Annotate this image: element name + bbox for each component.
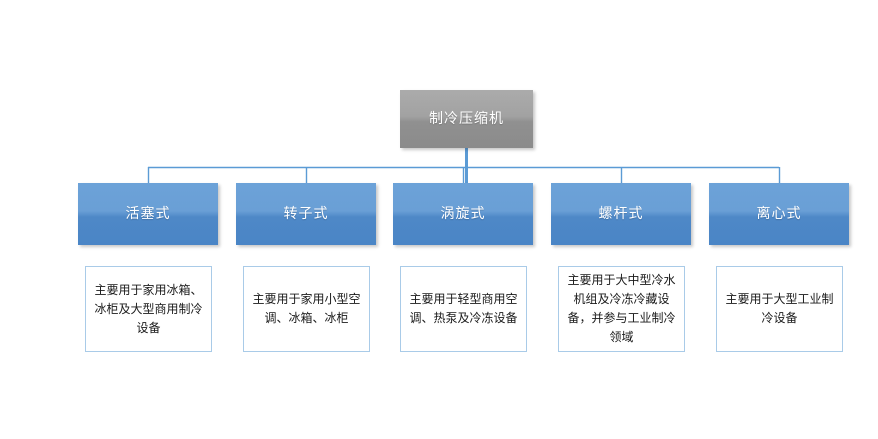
category-node-label: 活塞式 xyxy=(125,206,171,222)
category-node-piston[interactable]: 活塞式 xyxy=(78,183,218,245)
description-box-centrifugal: 主要用于大型工业制冷设备 xyxy=(716,266,843,352)
description-box-screw: 主要用于大中型冷水机组及冷冻冷藏设备，并参与工业制冷领域 xyxy=(558,266,685,352)
description-text: 主要用于家用小型空调、冰箱、冰柜 xyxy=(252,292,361,325)
category-node-label: 涡旋式 xyxy=(440,206,486,222)
root-node-refrigeration-compressor[interactable]: 制冷压缩机 xyxy=(400,90,533,148)
description-box-scroll: 主要用于轻型商用空调、热泵及冷冻设备 xyxy=(400,266,527,352)
description-box-rotary: 主要用于家用小型空调、冰箱、冰柜 xyxy=(243,266,370,352)
description-box-piston: 主要用于家用冰箱、冰柜及大型商用制冷设备 xyxy=(85,266,212,352)
description-text: 主要用于大型工业制冷设备 xyxy=(725,292,834,325)
category-node-centrifugal[interactable]: 离心式 xyxy=(709,183,849,245)
description-text: 主要用于轻型商用空调、热泵及冷冻设备 xyxy=(409,292,518,325)
category-node-scroll[interactable]: 涡旋式 xyxy=(393,183,533,245)
category-node-rotary[interactable]: 转子式 xyxy=(236,183,376,245)
category-node-screw[interactable]: 螺杆式 xyxy=(551,183,691,245)
root-node-label: 制冷压缩机 xyxy=(429,111,504,127)
category-node-label: 离心式 xyxy=(756,206,802,222)
category-node-label: 螺杆式 xyxy=(598,206,644,222)
description-text: 主要用于大中型冷水机组及冷冻冷藏设备，并参与工业制冷领域 xyxy=(567,273,676,344)
description-text: 主要用于家用冰箱、冰柜及大型商用制冷设备 xyxy=(94,282,203,335)
category-node-label: 转子式 xyxy=(283,206,329,222)
